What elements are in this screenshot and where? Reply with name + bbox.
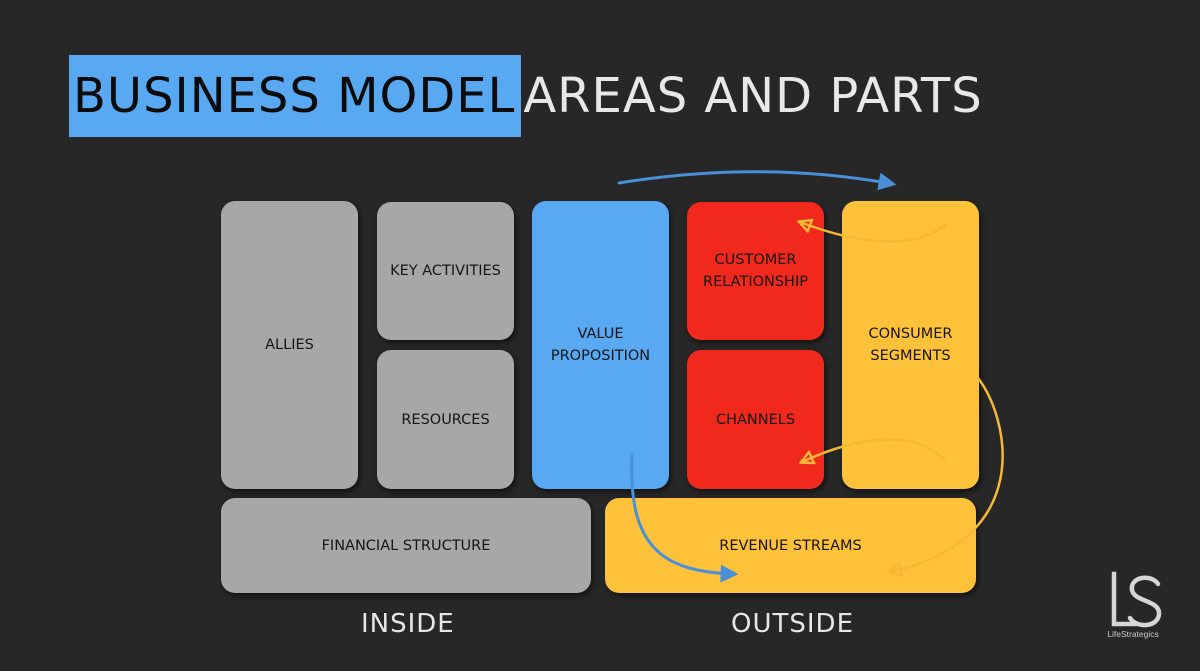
revenue-streams-label: REVENUE STREAMS bbox=[719, 537, 862, 554]
allies-block: ALLIES bbox=[221, 201, 358, 489]
allies-label: ALLIES bbox=[265, 337, 314, 353]
segments-to-channels-arrow bbox=[802, 438, 947, 462]
logo-caption: LifeStrategics bbox=[1107, 629, 1159, 639]
value-proposition-label: VALUE PROPOSITION bbox=[550, 326, 651, 364]
key-activities-block: KEY ACTIVITIES bbox=[377, 202, 514, 340]
channels-label: CHANNELS bbox=[715, 411, 796, 428]
channels-block: CHANNELS bbox=[687, 350, 824, 489]
top-arrow bbox=[617, 170, 897, 191]
outside-label: OUTSIDE bbox=[731, 609, 854, 639]
page-title: BUSINESS MODEL AREAS AND PARTS bbox=[69, 55, 983, 137]
title-rest: AREAS AND PARTS bbox=[523, 68, 983, 124]
financial-structure-block: FINANCIAL STRUCTURE bbox=[221, 498, 591, 593]
segments-to-relationship-arrow bbox=[800, 222, 947, 243]
key-activities-label: KEY ACTIVITIES bbox=[390, 263, 501, 279]
value-proposition-block: VALUE PROPOSITION bbox=[532, 201, 669, 489]
consumer-segments-label: CONSUMER SEGMENTS bbox=[868, 326, 953, 364]
lifestrategics-logo-icon bbox=[1111, 571, 1162, 628]
title-highlight: BUSINESS MODEL bbox=[69, 55, 522, 137]
vp-to-revenue-arrow bbox=[630, 453, 739, 583]
resources-block: RESOURCES bbox=[377, 350, 514, 489]
customer-relationship-label: CUSTOMER RELATIONSHIP bbox=[703, 252, 808, 290]
financial-structure-label: FINANCIAL STRUCTURE bbox=[321, 537, 491, 554]
resources-label: RESOURCES bbox=[401, 411, 490, 428]
inside-label: INSIDE bbox=[361, 609, 455, 639]
revenue-streams-block: REVENUE STREAMS bbox=[605, 498, 976, 593]
segments-to-revenue-arrow bbox=[890, 376, 1004, 572]
